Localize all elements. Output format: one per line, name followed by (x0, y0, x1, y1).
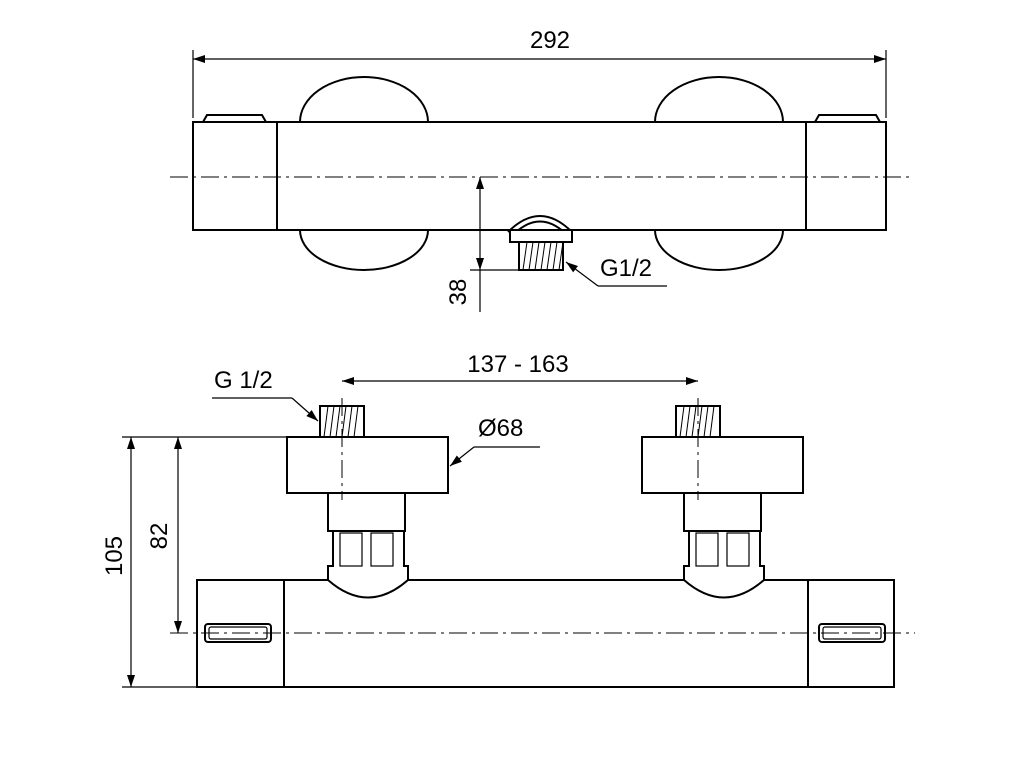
right-rosette-top (654, 76, 784, 123)
mixer-body-top (192, 121, 887, 231)
escutcheon-diameter-label: Ø68 (478, 415, 523, 442)
left-handle-top (202, 114, 267, 123)
escutcheon-leader (449, 446, 475, 467)
right-rosette-bottom (654, 229, 784, 271)
overall-height-label: 105 (101, 536, 128, 576)
inlet-thread-leader (291, 397, 319, 422)
inlet-spacing-label: 137 - 163 (467, 351, 568, 378)
right-handle-top (814, 114, 881, 123)
left-rosette-top (299, 76, 429, 123)
front-view: 137 - 163 G 1/2 Ø68 105 82 (101, 351, 915, 688)
inlet-thread-label: G 1/2 (214, 367, 273, 394)
left-escutcheon (286, 436, 449, 494)
outlet-thread-label: G1/2 (600, 255, 652, 282)
right-escutcheon (641, 436, 804, 494)
outlet-offset-label: 38 (445, 279, 472, 306)
axis-height-label: 82 (146, 523, 173, 550)
overall-width-label: 292 (530, 27, 570, 54)
left-rosette-bottom (299, 229, 429, 271)
outlet-hex (509, 229, 573, 243)
top-view: 292 38 G1/2 (170, 27, 910, 312)
